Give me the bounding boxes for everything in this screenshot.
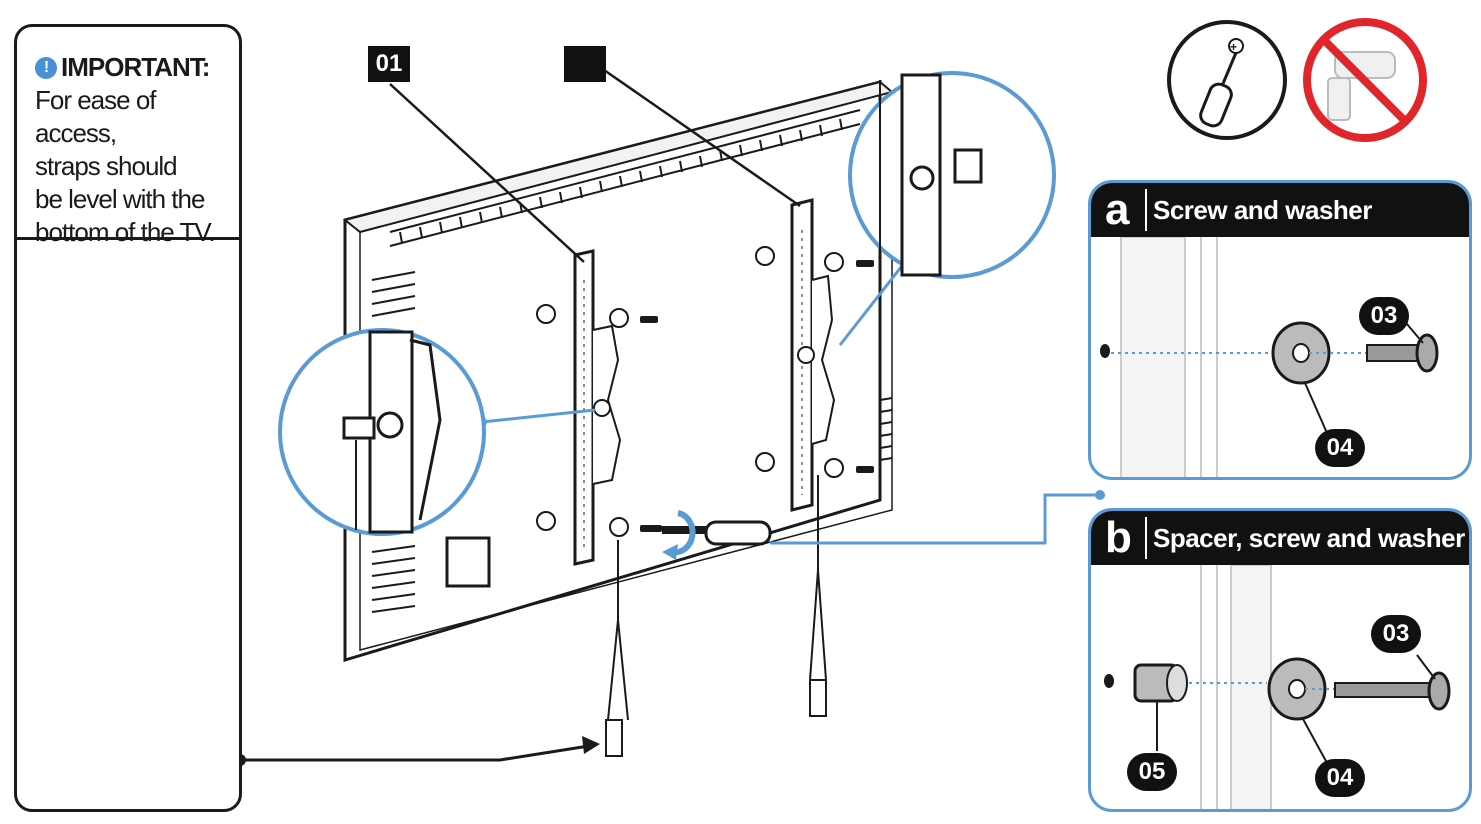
- zoom-detail-right: [838, 71, 1056, 346]
- detail-panel-a: a Screw and washer 03 04: [1088, 180, 1472, 480]
- detail-b-header: b Spacer, screw and washer: [1091, 511, 1469, 565]
- label-bracket-right: [564, 46, 606, 82]
- part-badge-04: 04: [1315, 429, 1365, 467]
- important-note-panel: ! IMPORTANT: For ease of access, straps …: [14, 24, 242, 812]
- detail-a-header: a Screw and washer: [1091, 183, 1469, 237]
- no-power-drill-icon: [1303, 18, 1427, 142]
- detail-b-illustration: [1104, 565, 1451, 809]
- important-line-1: For ease of access,: [35, 85, 157, 148]
- screw-hole: [1104, 674, 1114, 688]
- important-title: IMPORTANT:: [61, 52, 210, 82]
- side-vents: [371, 271, 416, 613]
- screwdriver-icon: +: [1167, 20, 1287, 140]
- detail-a-title: Screw and washer: [1153, 195, 1372, 225]
- detail-a-illustration: [1100, 237, 1439, 477]
- screw-03: [1334, 682, 1432, 698]
- mounting-screws: [536, 246, 844, 537]
- important-line-2: straps should: [35, 151, 178, 181]
- screwdriver-in-use: [662, 510, 772, 560]
- bracket-left: [573, 249, 622, 566]
- bracket-right: [790, 198, 836, 512]
- screw-03: [1366, 344, 1424, 362]
- important-line-4: bottom of the TV.: [35, 217, 216, 247]
- part-badge-03: 03: [1371, 615, 1421, 653]
- screw-hole: [1100, 344, 1110, 358]
- part-badge-04: 04: [1315, 759, 1365, 797]
- important-line-3: be level with the: [35, 184, 205, 214]
- detail-panel-b: b Spacer, screw and washer 03 05 04: [1088, 508, 1472, 812]
- part-badge-05: 05: [1127, 753, 1177, 791]
- connector-to-detail-b: [770, 493, 1100, 545]
- panel-divider: [17, 237, 239, 240]
- detail-a-letter: a: [1105, 185, 1130, 234]
- exclamation-icon: !: [35, 56, 57, 79]
- bolts: [640, 260, 874, 532]
- svg-text:+: +: [1230, 40, 1237, 54]
- tv-port: [445, 536, 491, 588]
- label-bracket-01: 01: [368, 46, 410, 82]
- safety-straps: [605, 475, 827, 757]
- important-note: ! IMPORTANT: For ease of access, straps …: [35, 51, 235, 249]
- rotate-arrow-icon: [671, 510, 696, 556]
- arrow-to-strap: [240, 743, 596, 762]
- part-badge-03: 03: [1359, 297, 1409, 335]
- detail-b-letter: b: [1105, 513, 1132, 562]
- detail-b-title: Spacer, screw and washer: [1153, 523, 1465, 553]
- zoom-detail-left: [278, 328, 596, 536]
